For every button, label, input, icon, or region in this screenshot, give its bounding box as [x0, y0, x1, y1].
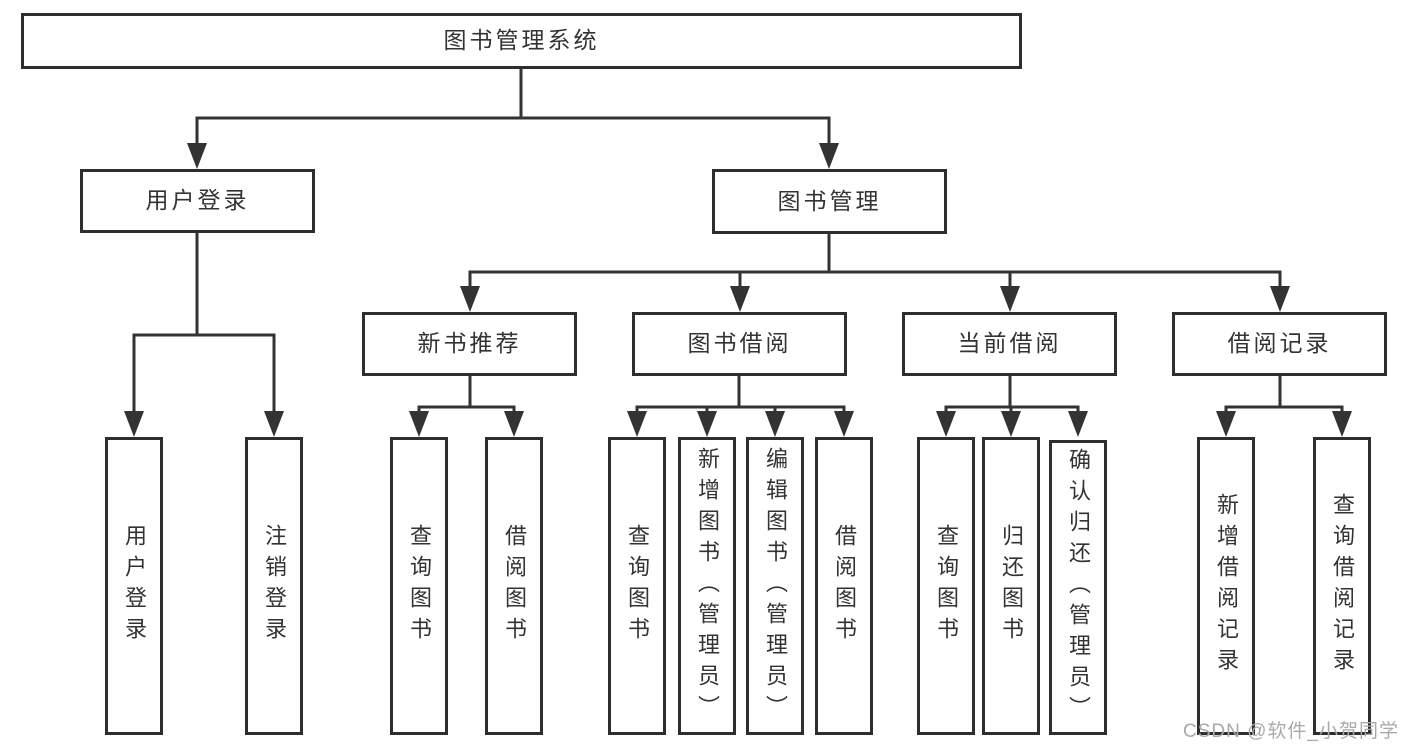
- arrow-down-icon: [460, 286, 480, 312]
- watermark: CSDN @软件_小贺同学: [1183, 721, 1399, 742]
- leaf-cb-confirm-return-admin: 确认归还（管理员）: [1049, 440, 1107, 735]
- arrow-down-icon: [124, 411, 144, 437]
- node-current-borrow: 当前借阅: [902, 312, 1117, 376]
- leaf-cb-query-book: 查询图书: [917, 437, 975, 735]
- arrow-down-icon: [819, 143, 839, 169]
- arrow-down-icon: [765, 411, 785, 437]
- arrow-down-icon: [627, 411, 647, 437]
- connector-bookborrow-branch: [635, 405, 846, 428]
- arrow-down-icon: [1068, 411, 1088, 437]
- connector-borrowrecord-branch: [1224, 405, 1344, 428]
- arrow-down-icon: [834, 411, 854, 437]
- node-user-login: 用户登录: [80, 169, 315, 233]
- arrowheads: [124, 143, 1352, 437]
- leaf-cb-return-book: 归还图书: [982, 437, 1040, 735]
- leaf-br-query-record: 查询借阅记录: [1313, 437, 1371, 735]
- connector-newbook-branch: [417, 405, 516, 428]
- node-root: 图书管理系统: [21, 13, 1022, 69]
- arrow-down-icon: [264, 411, 284, 437]
- leaf-bb-edit-book-admin: 编辑图书（管理员）: [746, 437, 804, 735]
- arrow-down-icon: [504, 411, 524, 437]
- connector-userlogin-branch: [132, 333, 276, 428]
- leaf-bb-query-book: 查询图书: [608, 437, 666, 735]
- leaf-nb-borrow-book: 借阅图书: [485, 437, 543, 735]
- leaf-nb-query-book: 查询图书: [390, 437, 448, 735]
- arrow-down-icon: [936, 411, 956, 437]
- arrow-down-icon: [187, 143, 207, 169]
- node-book-management: 图书管理: [712, 169, 947, 234]
- node-borrow-record: 借阅记录: [1172, 312, 1387, 376]
- leaf-logout-login: 注销登录: [245, 437, 303, 735]
- arrow-down-icon: [697, 411, 717, 437]
- leaf-br-add-record: 新增借阅记录: [1197, 437, 1255, 735]
- connector-level2-branch: [468, 270, 1282, 303]
- arrow-down-icon: [1000, 286, 1020, 312]
- node-book-borrow: 图书借阅: [632, 312, 847, 376]
- leaf-bb-borrow-book: 借阅图书: [815, 437, 873, 735]
- leaf-bb-add-book-admin: 新增图书（管理员）: [678, 437, 736, 735]
- arrow-down-icon: [1216, 411, 1236, 437]
- connector-level1-branch: [195, 116, 831, 160]
- leaf-user-login: 用户登录: [105, 437, 163, 735]
- node-new-book-recommend: 新书推荐: [362, 312, 577, 376]
- arrow-down-icon: [409, 411, 429, 437]
- arrow-down-icon: [730, 286, 750, 312]
- arrow-down-icon: [1001, 411, 1021, 437]
- arrow-down-icon: [1332, 411, 1352, 437]
- arrow-down-icon: [1270, 286, 1290, 312]
